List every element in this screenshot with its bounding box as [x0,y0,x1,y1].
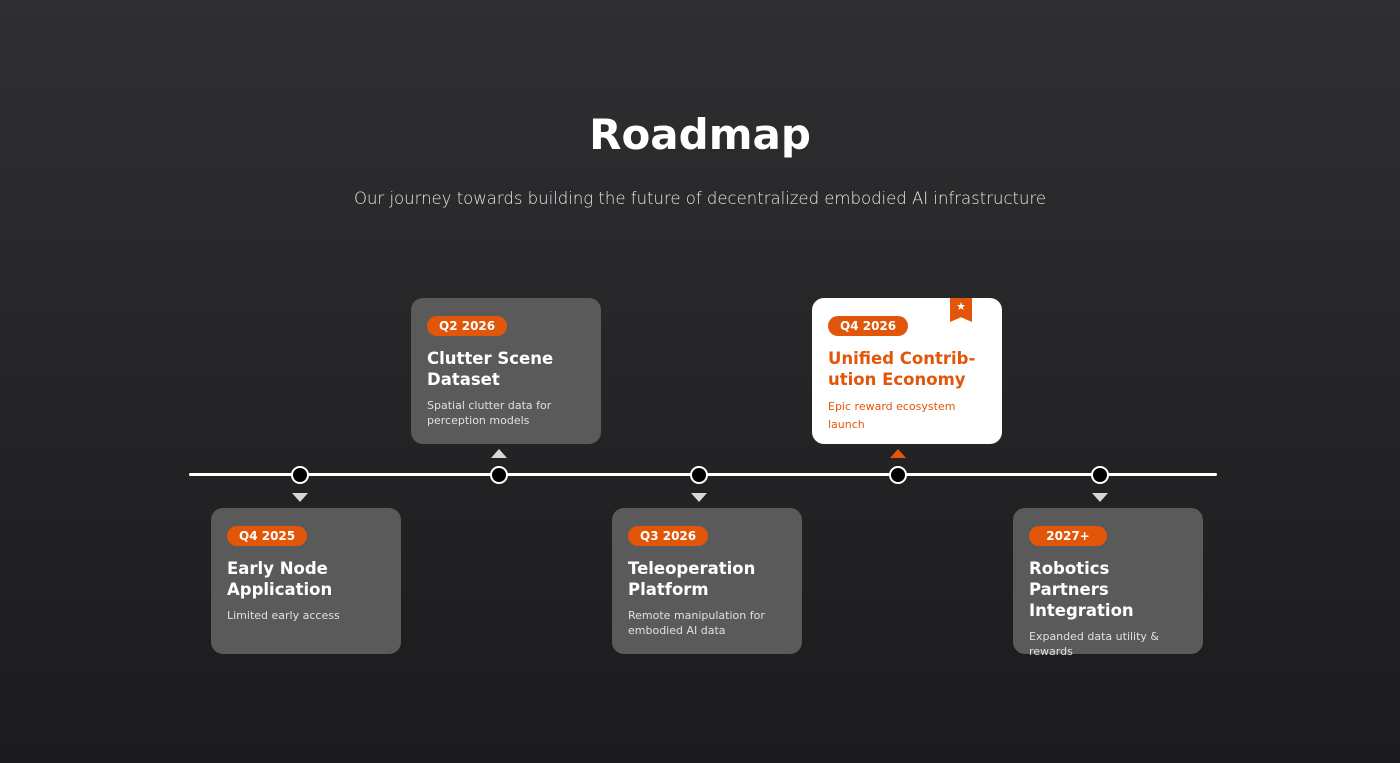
milestone-title: Clutter Scene Dataset [427,349,554,389]
milestone-description: Spatial clutter data for perception mode… [427,399,552,427]
star-bookmark-icon: ★ [950,298,972,322]
milestone-card: Q4 2025 Early Node Application Limited e… [211,508,401,654]
milestone-title: Robotics Partners Integration [1029,559,1134,620]
milestone-description: Remote manipulation for embodied AI data [628,609,765,637]
milestone-description: Limited early access [227,609,340,622]
arrow-down-icon [1092,493,1108,502]
date-badge: 2027+ [1029,526,1107,546]
arrow-up-icon [890,449,906,458]
timeline-node [291,466,309,484]
milestone-title: Early Node Application [227,559,333,599]
arrow-down-icon [691,493,707,502]
milestone-title: Unified Contrib-ution Economy [828,349,976,389]
arrow-up-icon [491,449,507,458]
milestone-card: Q3 2026 Teleoperation Platform Remote ma… [612,508,802,654]
date-badge: Q3 2026 [628,526,709,546]
milestone-description: Epic reward ecosystem launch [828,400,956,431]
milestone-title: Teleoperation Platform [628,559,756,599]
date-badge: Q4 2026 [828,316,909,336]
timeline-node [889,466,907,484]
milestone-description: Expanded data utility & rewards [1029,630,1160,658]
date-badge: Q2 2026 [427,316,508,336]
milestone-card-highlighted: ★ Q4 2026 Unified Contrib-ution Economy … [812,298,1002,444]
date-badge: Q4 2025 [227,526,308,546]
timeline-node [690,466,708,484]
page-subtitle: Our journey towards building the future … [353,189,1047,208]
timeline-node [1091,466,1109,484]
arrow-down-icon [292,493,308,502]
page-title: Roadmap [589,110,811,159]
timeline-node [490,466,508,484]
milestone-card: Q2 2026 Clutter Scene Dataset Spatial cl… [411,298,601,444]
milestone-card: 2027+ Robotics Partners Integration Expa… [1013,508,1203,658]
